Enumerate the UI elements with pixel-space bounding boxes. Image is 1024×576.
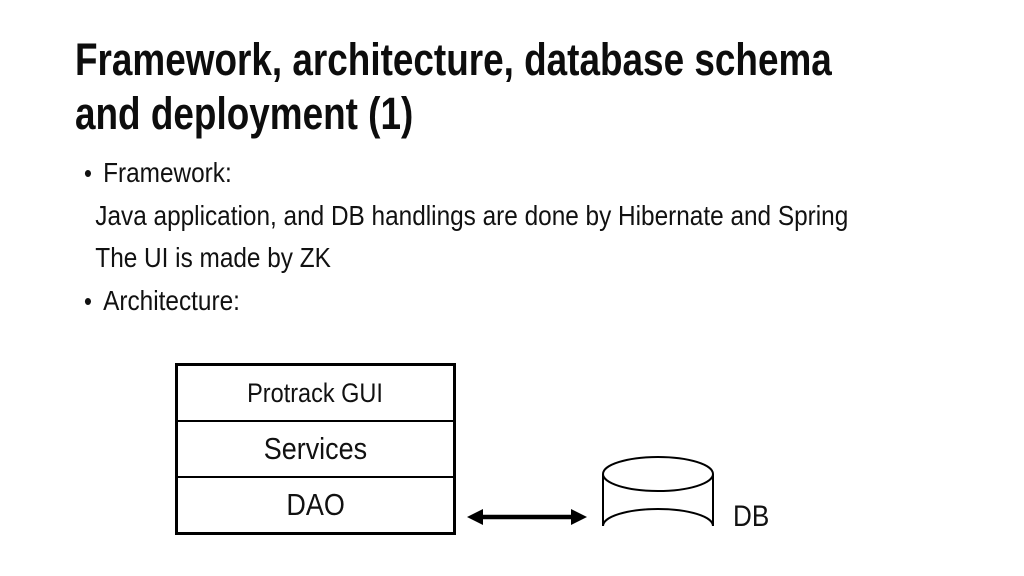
bullet-item-architecture: • Architecture: (84, 280, 848, 323)
architecture-stack-box: Protrack GUI Services DAO (175, 363, 456, 535)
stack-layer-dao: DAO (178, 476, 453, 532)
bullet-marker: • (84, 285, 92, 316)
bullet-subline-ui: The UI is made by ZK (84, 237, 848, 280)
bullet-subline-java: Java application, and DB handlings are d… (84, 195, 848, 238)
layer-label: Services (263, 431, 368, 466)
bullet-text: Java application, and DB handlings are d… (95, 199, 849, 231)
title-line-1: Framework, architecture, database schema (75, 34, 832, 85)
database-cylinder-icon (602, 456, 714, 527)
layer-label: DAO (286, 487, 345, 522)
title-line-2: and deployment (1) (75, 88, 414, 139)
bullet-text: The UI is made by ZK (95, 242, 331, 273)
stack-layer-services: Services (178, 420, 453, 476)
layer-label: Protrack GUI (247, 377, 384, 408)
bullet-text: Framework: (103, 157, 232, 188)
bullet-text: Architecture: (103, 284, 240, 316)
stack-layer-protrack-gui: Protrack GUI (178, 366, 453, 420)
bullet-item-framework: • Framework: (84, 152, 848, 195)
slide-title: Framework, architecture, database schema… (75, 33, 832, 141)
double-arrow-icon (467, 509, 587, 525)
bullet-marker: • (84, 158, 92, 188)
bullet-list: • Framework: Java application, and DB han… (84, 152, 848, 322)
db-label: DB (733, 500, 770, 533)
